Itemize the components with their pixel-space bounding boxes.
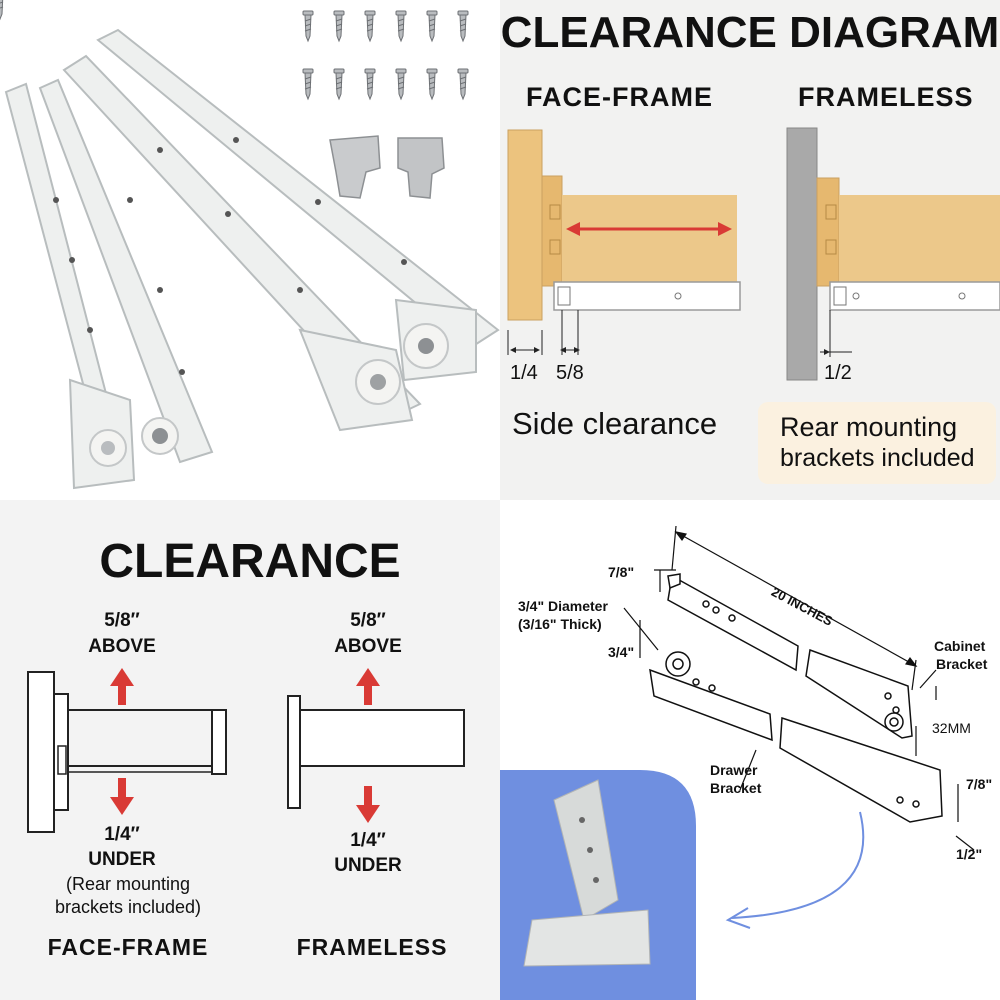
rear-bracket-icon bbox=[329, 135, 445, 199]
quarter-inch-label: 1/4 bbox=[510, 362, 538, 384]
rear-bracket-note-line2: brackets included) bbox=[54, 897, 202, 917]
clearance-diagram-title: CLEARANCE DIAGRAM bbox=[500, 8, 1000, 57]
arrow-up-icon bbox=[110, 668, 380, 705]
cabinet-bracket-label-1: Cabinet bbox=[934, 638, 986, 654]
drawer-bracket-label-2: Bracket bbox=[710, 780, 762, 796]
face-frame-under-label: UNDER bbox=[88, 849, 156, 870]
drawer-member-rail bbox=[649, 651, 943, 823]
slide-closeup-inset bbox=[500, 770, 696, 1000]
clearance-panel: CLEARANCE 5/8″ ABOVE 5/8″ ABOVE 1/4″ UND… bbox=[0, 500, 500, 1000]
rear-caption-line1: Rear mounting bbox=[780, 412, 958, 442]
rear-caption-line2: brackets included bbox=[780, 444, 975, 472]
face-frame-illustration bbox=[507, 129, 741, 355]
rear-bracket-callout-box bbox=[758, 402, 996, 484]
top-height-label: 7/8" bbox=[608, 564, 635, 580]
frameless-under-value: 1/4″ bbox=[350, 830, 386, 851]
screws-icon bbox=[0, 0, 4, 21]
face-frame-drawing bbox=[27, 671, 227, 833]
side-clearance-caption: Side clearance bbox=[512, 406, 718, 441]
clearance-title: CLEARANCE bbox=[99, 535, 401, 588]
dimension-drawing-panel: 20 INCHES 7/8" 3/4" Diameter (3/16" Thic… bbox=[500, 500, 1000, 1000]
five-eighths-label: 5/8 bbox=[556, 362, 584, 384]
face-frame-heading: FACE-FRAME bbox=[526, 82, 713, 112]
bottom-width-label: 1/2" bbox=[956, 846, 983, 862]
arrow-down-icon bbox=[110, 778, 380, 823]
bottom-height-label: 7/8" bbox=[966, 776, 993, 792]
drawer-bracket-label-1: Drawer bbox=[710, 762, 758, 778]
frameless-heading: FRAMELESS bbox=[798, 82, 974, 112]
frameless-label: FRAMELESS bbox=[296, 934, 448, 960]
half-inch-label: 1/2 bbox=[824, 362, 852, 384]
cabinet-bracket-label-2: Bracket bbox=[936, 656, 988, 672]
length-dimension-line bbox=[671, 525, 918, 691]
clearance-diagram-panel: CLEARANCE DIAGRAM FACE-FRAME FRAMELESS 1… bbox=[500, 0, 1000, 500]
clearance-diagram-graphics bbox=[507, 127, 1000, 484]
product-photo-panel bbox=[0, 0, 500, 500]
curved-arrow-icon bbox=[731, 811, 865, 919]
face-frame-above-value: 5/8″ bbox=[104, 610, 140, 631]
spacing-label: 32MM bbox=[932, 720, 971, 736]
frameless-above-value: 5/8″ bbox=[350, 610, 386, 631]
frameless-above-label: ABOVE bbox=[334, 636, 402, 657]
nylon-wheel-icon bbox=[89, 323, 449, 467]
frameless-illustration bbox=[786, 127, 1000, 381]
frameless-drawing bbox=[287, 695, 465, 809]
face-frame-above-label: ABOVE bbox=[88, 636, 156, 657]
rear-bracket-note-line1: (Rear mounting bbox=[65, 874, 191, 894]
face-frame-label: FACE-FRAME bbox=[47, 934, 209, 960]
dimension-drawing bbox=[500, 525, 975, 1000]
drawer-slide-rails-icon bbox=[4, 28, 500, 490]
wheel-diameter-label: 3/4" Diameter bbox=[518, 598, 608, 614]
product-photo bbox=[0, 0, 500, 490]
leader-lines bbox=[623, 569, 975, 851]
frameless-under-label: UNDER bbox=[334, 855, 402, 876]
cabinet-member-rail bbox=[667, 573, 913, 739]
clearance-graphics bbox=[27, 668, 465, 833]
rail-holes bbox=[53, 137, 407, 375]
wheel-thickness-label: (3/16" Thick) bbox=[518, 616, 602, 632]
wheel-offset-label: 3/4" bbox=[608, 644, 635, 660]
face-frame-under-value: 1/4″ bbox=[104, 824, 140, 845]
